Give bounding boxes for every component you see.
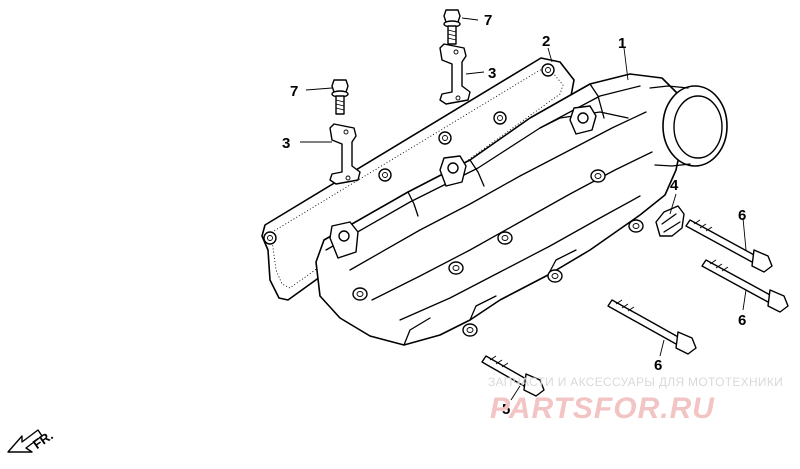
- callout-labels: 1 2 3 3 4 5 6 6 6 7 7: [282, 12, 746, 418]
- leader-lines: [300, 17, 747, 401]
- bracket-upper: [439, 43, 471, 105]
- callout-6-a: 6: [738, 207, 746, 224]
- bracket-lower: [329, 123, 361, 185]
- callout-7-lower: 7: [290, 83, 298, 100]
- callout-6-b: 6: [738, 312, 746, 329]
- callout-5: 5: [502, 401, 510, 418]
- long-bolt-b: [701, 259, 789, 313]
- long-bolt-c: [607, 299, 697, 355]
- front-direction-marker: FR.: [7, 428, 56, 453]
- callout-4: 4: [670, 177, 679, 194]
- flange-bolt-upper: [443, 9, 461, 45]
- front-arrow-icon: [7, 429, 43, 453]
- manifold-body: [315, 73, 728, 346]
- callout-2: 2: [542, 33, 550, 50]
- watermark-caption: ЗАПЧАСТИ И АКСЕССУАРЫ ДЛЯ МОТОТЕХНИКИ: [488, 375, 783, 389]
- long-bolt-a: [685, 219, 773, 273]
- flange-bolt-lower: [331, 79, 349, 115]
- watermark: ЗАПЧАСТИ И АКСЕССУАРЫ ДЛЯ МОТОТЕХНИКИ PA…: [488, 375, 783, 425]
- callout-7-upper: 7: [484, 12, 492, 29]
- callout-3-upper: 3: [488, 65, 496, 82]
- callout-3-lower: 3: [282, 135, 290, 152]
- bolt-short: [481, 355, 545, 397]
- callout-1: 1: [618, 35, 626, 52]
- watermark-logo: PARTSFOR.RU: [490, 392, 715, 425]
- callout-6-c: 6: [654, 357, 662, 374]
- clip: [655, 205, 685, 237]
- front-label: FR.: [30, 428, 56, 452]
